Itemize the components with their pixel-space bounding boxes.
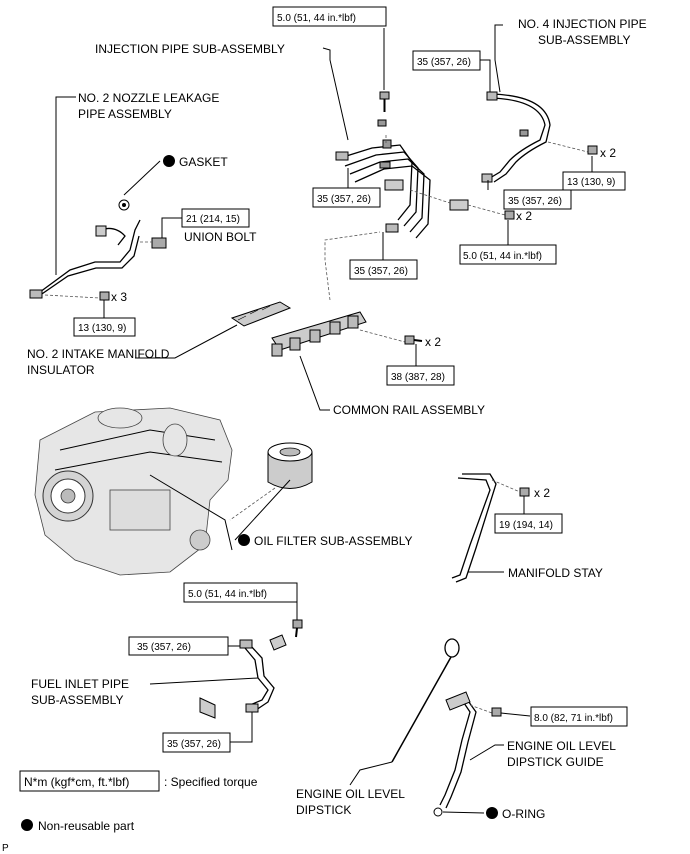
torque-35-mid: 35 (357, 26) <box>354 266 408 277</box>
fuel-inlet-pipe-sub-assembly <box>199 619 303 719</box>
torque-5-mid: 5.0 (51, 44 in.*lbf) <box>463 251 542 262</box>
label-gasket: GASKET <box>179 155 228 169</box>
label-union-bolt: UNION BOLT <box>184 230 257 244</box>
label-dipstick-line2: DIPSTICK <box>296 803 351 817</box>
torque-5-fuel: 5.0 (51, 44 in.*lbf) <box>188 589 267 600</box>
label-dipstick-line1: ENGINE OIL LEVEL <box>296 787 405 801</box>
common-rail-assembly <box>271 231 423 357</box>
label-oil-filter: OIL FILTER SUB-ASSEMBLY <box>254 534 412 548</box>
torque-13-right: 13 (130, 9) <box>567 177 615 188</box>
torque-no4-pipe: 35 (357, 26) <box>417 57 471 68</box>
torque-35-fuel-top: 35 (357, 26) <box>137 642 191 653</box>
legend-nonreusable-mark <box>21 819 33 831</box>
bolt-mid-right <box>504 210 515 220</box>
legend-torque-text: : Specified torque <box>164 775 258 789</box>
multiplier-x3: x 3 <box>111 290 127 304</box>
label-no2-nozzle-line2: PIPE ASSEMBLY <box>78 107 172 121</box>
legend-nonreusable-text: Non-reusable part <box>38 819 135 833</box>
torque-35-left: 35 (357, 26) <box>317 194 371 205</box>
label-no2-nozzle-line1: NO. 2 NOZZLE LEAKAGE <box>78 91 219 105</box>
torque-specs: 5.0 (51, 44 in.*lbf) 35 (357, 26) x 2 13… <box>73 6 628 753</box>
torque-35-right: 35 (357, 26) <box>508 196 562 207</box>
label-o-ring: O-RING <box>502 807 545 821</box>
legend-torque-units: N*m (kgf*cm, ft.*lbf) <box>24 775 129 789</box>
part-labels: INJECTION PIPE SUB-ASSEMBLY NO. 4 INJECT… <box>27 17 647 821</box>
nonreusable-mark-o-ring <box>486 807 498 819</box>
torque-35-fuel-bottom: 35 (357, 26) <box>167 739 221 750</box>
injection-pipe-sub-assembly <box>335 119 506 239</box>
torque-8-guide: 8.0 (82, 71 in.*lbf) <box>534 713 613 724</box>
multiplier-mid: x 2 <box>516 209 532 223</box>
multiplier-rail: x 2 <box>425 335 441 349</box>
nonreusable-mark-gasket <box>163 155 175 167</box>
no4-injection-pipe <box>481 91 598 183</box>
label-dipstick-guide-line2: DIPSTICK GUIDE <box>507 755 604 769</box>
label-no4-line2: SUB-ASSEMBLY <box>538 33 630 47</box>
multiplier-stay: x 2 <box>534 486 550 500</box>
no2-nozzle-leakage-pipe <box>29 199 167 301</box>
bolt-top <box>379 91 390 112</box>
label-injection-pipe: INJECTION PIPE SUB-ASSEMBLY <box>95 42 285 56</box>
torque-19-stay: 19 (194, 14) <box>499 520 553 531</box>
label-dipstick-guide-line1: ENGINE OIL LEVEL <box>507 739 616 753</box>
torque-union-bolt: 21 (214, 15) <box>186 214 240 225</box>
label-manifold-stay: MANIFOLD STAY <box>508 566 603 580</box>
label-fuel-inlet-line2: SUB-ASSEMBLY <box>31 693 123 707</box>
torque-13-left: 13 (130, 9) <box>78 323 126 334</box>
multiplier-no4: x 2 <box>600 146 616 160</box>
label-no2-intake-line2: INSULATOR <box>27 363 95 377</box>
oil-filter-sub-assembly <box>229 442 313 521</box>
label-fuel-inlet-line1: FUEL INLET PIPE <box>31 677 129 691</box>
legend: N*m (kgf*cm, ft.*lbf) : Specified torque… <box>2 770 258 854</box>
legend-torque-box <box>19 770 160 792</box>
label-common-rail: COMMON RAIL ASSEMBLY <box>333 403 485 417</box>
no2-intake-manifold-insulator <box>230 301 292 327</box>
torque-top-bolt: 5.0 (51, 44 in.*lbf) <box>277 13 356 24</box>
nonreusable-mark-oil-filter <box>238 534 250 546</box>
corner-mark: P <box>2 843 9 854</box>
label-no4-line1: NO. 4 INJECTION PIPE <box>518 17 647 31</box>
label-no2-intake-line1: NO. 2 INTAKE MANIFOLD <box>27 347 170 361</box>
engine-oil-level-dipstick-guide <box>433 691 502 817</box>
engine-oil-level-dipstick <box>391 638 460 763</box>
engine-block-illustration <box>34 407 233 576</box>
torque-38-rail: 38 (387, 28) <box>391 372 445 383</box>
